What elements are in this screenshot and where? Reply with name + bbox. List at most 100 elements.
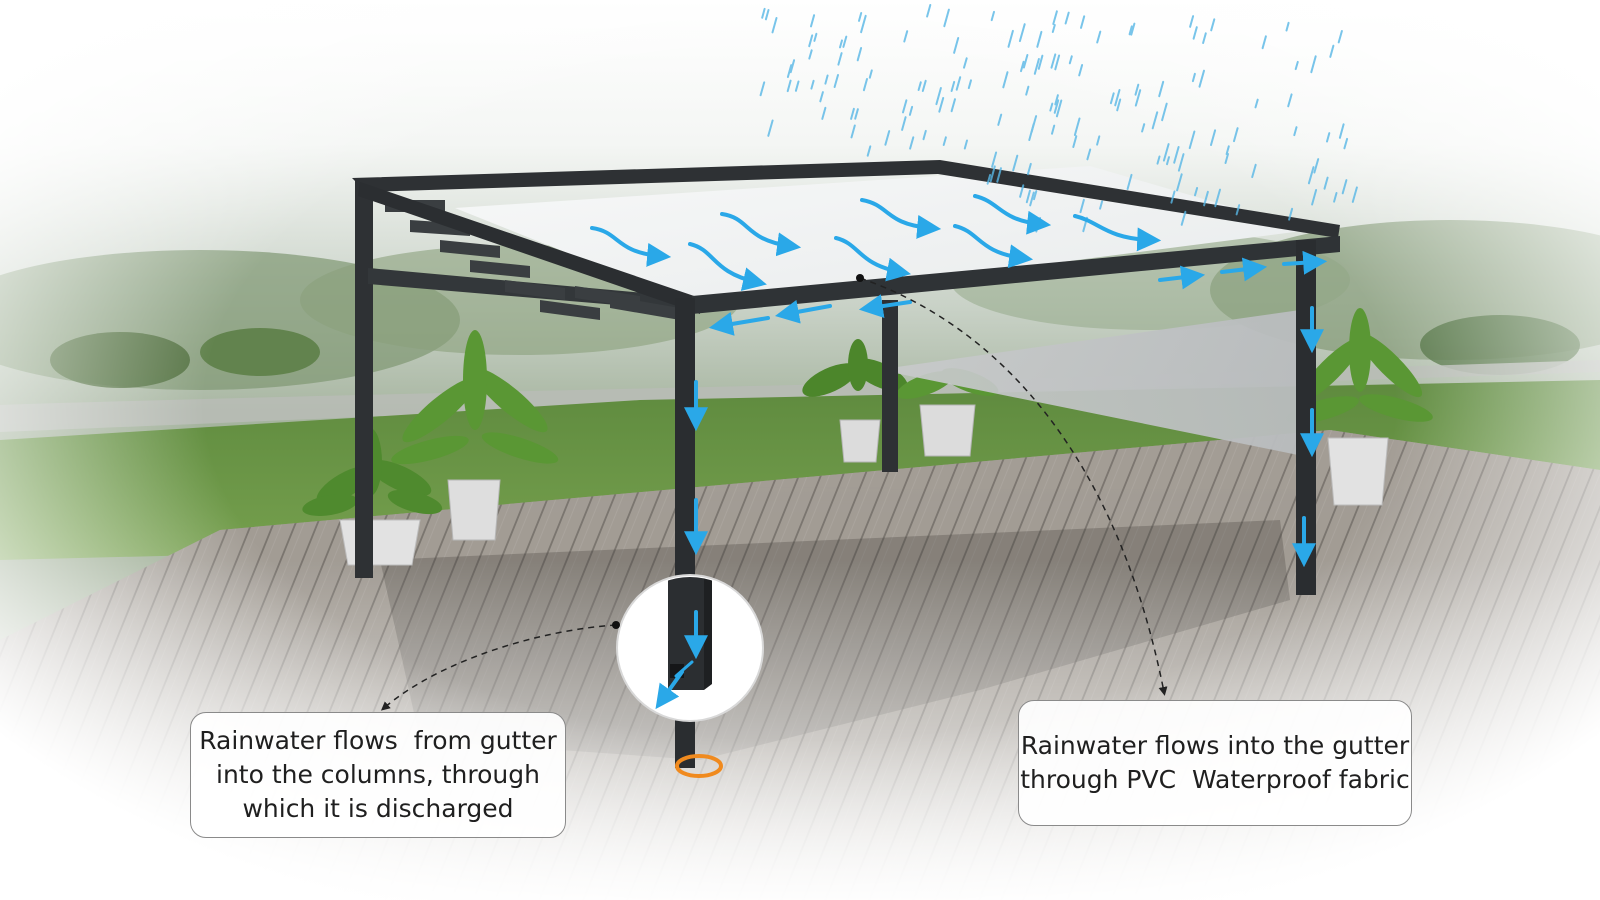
rain-drop (1287, 93, 1293, 108)
rain-drop (1053, 99, 1060, 114)
rain-drop (926, 4, 932, 18)
rain-drop (813, 32, 818, 42)
rain-drop (1189, 15, 1195, 28)
callout-fabric-line-1: Rainwater flows into the gutter (1020, 731, 1410, 760)
rain-drop (854, 108, 859, 120)
rain-drop (1051, 124, 1056, 135)
rain-drop (1210, 18, 1216, 32)
front-gutter-frame (692, 236, 1340, 314)
gutter-flow-arrow (708, 312, 770, 336)
rain-drop (997, 113, 1003, 126)
rain-drop (990, 10, 995, 22)
rain-drop (953, 37, 960, 54)
plant-left-tall (391, 330, 559, 541)
rain-drop (1054, 94, 1059, 106)
rain-drop (808, 49, 813, 60)
rain-drop (1225, 145, 1230, 156)
rain-drop (1128, 25, 1133, 36)
back-gutter-frame (352, 160, 1340, 238)
rain-drop (850, 124, 856, 139)
rain-drop (1310, 55, 1317, 74)
leader-dot-columns (612, 621, 620, 629)
rain-drop (1307, 166, 1315, 185)
rain-drop (850, 107, 855, 120)
rain-drop (1025, 189, 1031, 204)
rain-drop (862, 78, 868, 92)
rain-drop (789, 59, 796, 74)
rain-drop (1177, 153, 1185, 172)
fabric-flow-arrow (720, 212, 802, 257)
rain-drop (1007, 29, 1014, 48)
rain-drop (767, 119, 774, 137)
rain-drop (1210, 129, 1217, 146)
rain-drop (842, 35, 848, 48)
rain-drop (868, 69, 873, 79)
rain-drop (808, 34, 814, 48)
rain-drop (759, 81, 766, 97)
rain-drop (1203, 190, 1209, 207)
rain-drop (1337, 30, 1343, 44)
rain-drop (839, 39, 843, 49)
rain-drop (1116, 98, 1122, 112)
leader-dot-fabric (856, 274, 864, 282)
gutter-flow-arrow (1282, 250, 1328, 275)
rain-drop (1025, 85, 1030, 96)
rain-drop (922, 129, 927, 141)
rain-drop (942, 136, 947, 146)
rain-drop (1002, 71, 1009, 89)
rain-drop (771, 17, 778, 34)
rain-drop (1064, 11, 1070, 25)
rain-drop (1192, 26, 1198, 40)
rain-drop (821, 106, 827, 120)
rain-drop (1341, 179, 1348, 195)
rain-drop (819, 91, 824, 103)
rain-drop (1294, 60, 1299, 71)
rain-drop (1329, 44, 1335, 58)
fabric-flow-arrow (1073, 214, 1162, 252)
rain-drop (1166, 156, 1170, 166)
column-back-left (355, 180, 373, 578)
rain-drop (1170, 190, 1176, 204)
detail-magnifier-circle-icon (616, 574, 764, 722)
gutter-flow-arrow (1158, 265, 1206, 290)
rain-drop (866, 145, 872, 157)
callout-columns: Rainwater flows from gutter into the col… (190, 712, 566, 838)
rain-drop (1162, 143, 1170, 162)
fabric-flow-arrow (973, 194, 1052, 235)
rain-drop (1055, 99, 1063, 118)
rain-drop (991, 151, 998, 168)
rain-drop (1109, 92, 1115, 105)
rain-drop (1333, 192, 1338, 203)
rain-drop (1020, 60, 1025, 73)
rain-drop (1288, 207, 1294, 221)
callout-columns-line-1: Rainwater flows from gutter (199, 726, 557, 755)
rain-drop (1251, 163, 1257, 179)
rain-drop (1351, 186, 1358, 203)
fabric-flow-arrow (860, 198, 942, 239)
rain-drop (1114, 89, 1121, 107)
rain-drop (1033, 190, 1038, 201)
rain-drop (1049, 102, 1054, 112)
rain-drop (833, 74, 839, 88)
rain-drop (1134, 83, 1140, 96)
rain-drop (1214, 188, 1221, 208)
rain-drop (996, 167, 1002, 183)
plant-center (802, 339, 908, 463)
rain-drop (1285, 21, 1290, 32)
rain-drop (1338, 123, 1345, 139)
rain-drop (989, 165, 996, 183)
rain-drop (1233, 127, 1239, 143)
callout-columns-line-3: which it is discharged (242, 794, 514, 823)
rain-drop (1202, 32, 1207, 44)
rain-drop (1036, 30, 1043, 48)
rain-drop (1176, 173, 1183, 192)
rain-drop (1161, 102, 1168, 122)
rain-drop (909, 136, 915, 150)
rain-drop (1293, 126, 1298, 137)
rain-drop (786, 79, 792, 93)
rain-drop (1096, 30, 1102, 44)
leader-line-columns (380, 624, 617, 711)
rain-drop (1194, 187, 1199, 197)
rain-drop (1073, 117, 1081, 136)
